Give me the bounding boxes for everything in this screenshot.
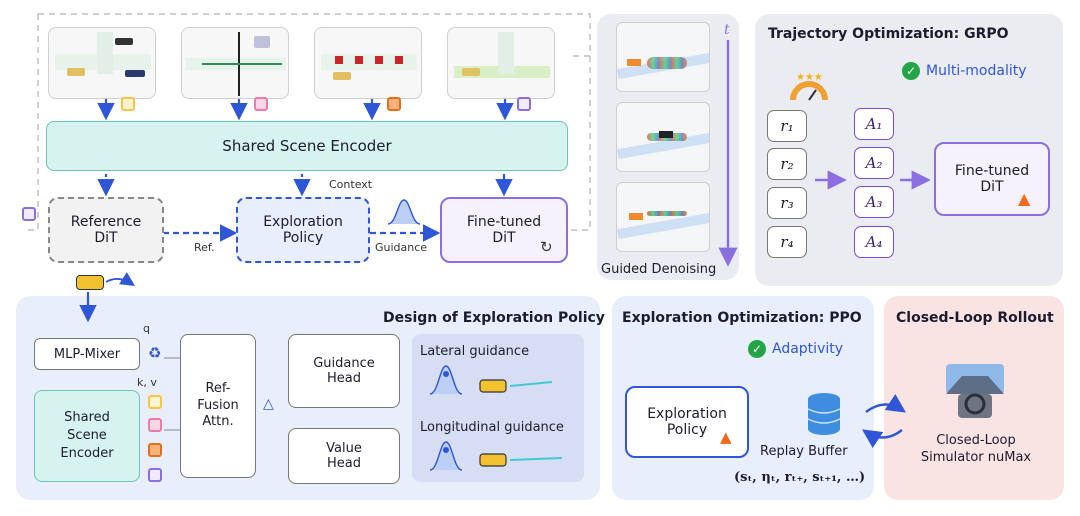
shared-scene-encoder: Shared Scene Encoder <box>46 121 568 171</box>
recycle-icon: ♻ <box>148 344 162 362</box>
rollout-title: Closed-Loop Rollout <box>896 310 1054 326</box>
design-scene-encoder: Shared Scene Encoder <box>34 390 140 482</box>
ego-car-icon <box>76 275 104 290</box>
reward-4: r₄ <box>767 226 807 258</box>
delta-icon: △ <box>263 396 274 412</box>
guidance-head: Guidance Head <box>288 334 400 408</box>
replay-buffer-label: Replay Buffer <box>760 444 848 459</box>
ref-label: Ref. <box>194 241 215 254</box>
grpo-badge: ✓Multi-modality <box>902 62 1027 80</box>
guidance-label: Guidance <box>375 241 428 254</box>
scene-thumbnail-1 <box>48 27 156 99</box>
ppo-flame-icon: ▲ <box>720 428 732 446</box>
query-square-yellow <box>121 97 135 111</box>
design-title: Design of Exploration Policy <box>383 310 605 326</box>
advantage-2: A₂ <box>854 147 894 179</box>
advantage-3: A₃ <box>854 186 894 218</box>
kv-square-pink <box>148 418 162 432</box>
query-square-pink <box>254 97 268 111</box>
grpo-title: Trajectory Optimization: GRPO <box>768 26 1009 42</box>
kv-square-orange <box>148 443 162 457</box>
query-square-lavender <box>517 97 531 111</box>
ref-fusion-attention: Ref- Fusion Attn. <box>180 334 256 478</box>
kv-square-lavender <box>148 468 162 482</box>
kv-square-yellow <box>148 395 162 409</box>
scene-thumbnail-2 <box>181 27 289 99</box>
star-icons: ★★★ <box>796 72 823 83</box>
ppo-exploration-policy: Exploration Policy <box>625 386 749 458</box>
mlp-mixer: MLP-Mixer <box>34 338 140 370</box>
ppo-title: Exploration Optimization: PPO <box>622 310 862 326</box>
grpo-finetuned-dit: Fine-tuned DiT <box>934 142 1050 216</box>
check-icon: ✓ <box>902 62 920 80</box>
reward-gauge <box>790 81 828 101</box>
refresh-icon: ↻ <box>540 238 553 256</box>
database-icon <box>807 393 841 435</box>
guidance-curve <box>387 199 421 225</box>
denoising-step-1 <box>616 22 710 92</box>
reward-3: r₃ <box>767 187 807 219</box>
reward-2: r₂ <box>767 148 807 180</box>
reward-1: r₁ <box>767 110 807 142</box>
advantage-1: A₁ <box>854 108 894 140</box>
replay-tuple: (sₜ, ηₜ, rₜ₊, sₜ₊₁, …) <box>734 470 866 485</box>
time-label: t <box>724 22 730 38</box>
ppo-badge: ✓Adaptivity <box>748 340 843 358</box>
reference-square <box>22 207 36 221</box>
finetuned-dit: Fine-tuned DiT <box>440 197 568 263</box>
q-label: q <box>143 322 150 335</box>
lateral-guidance-label: Lateral guidance <box>420 344 530 359</box>
scene-thumbnail-3 <box>314 27 422 99</box>
check-icon-2: ✓ <box>748 340 766 358</box>
guidance-illustrations <box>429 365 563 471</box>
longitudinal-guidance-label: Longitudinal guidance <box>420 420 564 435</box>
reference-dit: Reference DiT <box>48 197 164 263</box>
denoising-step-2 <box>616 102 710 172</box>
denoising-step-3 <box>616 182 710 252</box>
exploration-policy: Exploration Policy <box>236 197 370 263</box>
value-head: Value Head <box>288 428 400 484</box>
guided-denoising-title: Guided Denoising <box>601 262 717 277</box>
advantage-4: A₄ <box>854 226 894 258</box>
query-square-orange <box>387 97 401 111</box>
simulator-icon <box>946 364 1004 418</box>
kv-label: k, v <box>137 376 157 389</box>
context-label: Context <box>329 178 373 191</box>
outer-dashed-frame <box>28 13 591 231</box>
scene-thumbnail-4 <box>447 27 555 99</box>
flame-icon: ▲ <box>1018 189 1031 208</box>
simulator-label: Closed-Loop Simulator nuMax <box>920 433 1032 465</box>
